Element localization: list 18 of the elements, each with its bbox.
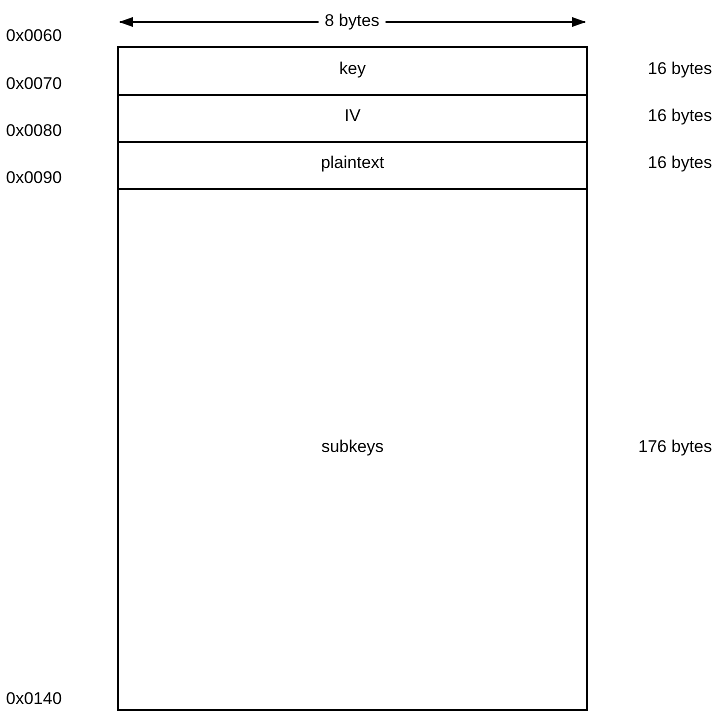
memory-block: [117, 94, 588, 143]
address-label: 0x0080: [6, 122, 62, 139]
address-label: 0x0140: [6, 690, 62, 707]
size-label: 16 bytes: [648, 154, 712, 171]
size-label: 176 bytes: [638, 438, 712, 455]
block-label: plaintext: [320, 154, 386, 171]
size-label: 16 bytes: [648, 60, 712, 77]
block-label: subkeys: [320, 438, 385, 455]
size-label: 16 bytes: [648, 107, 712, 124]
block-label: IV: [343, 107, 362, 124]
address-label: 0x0070: [6, 75, 62, 92]
address-label: 0x0090: [6, 169, 62, 186]
address-label: 0x0060: [6, 27, 62, 44]
memory-block: [117, 46, 588, 96]
width-label: 8 bytes: [318, 12, 386, 29]
memory-block: [117, 188, 588, 711]
block-label: key: [338, 60, 367, 77]
memory-block: [117, 141, 588, 190]
